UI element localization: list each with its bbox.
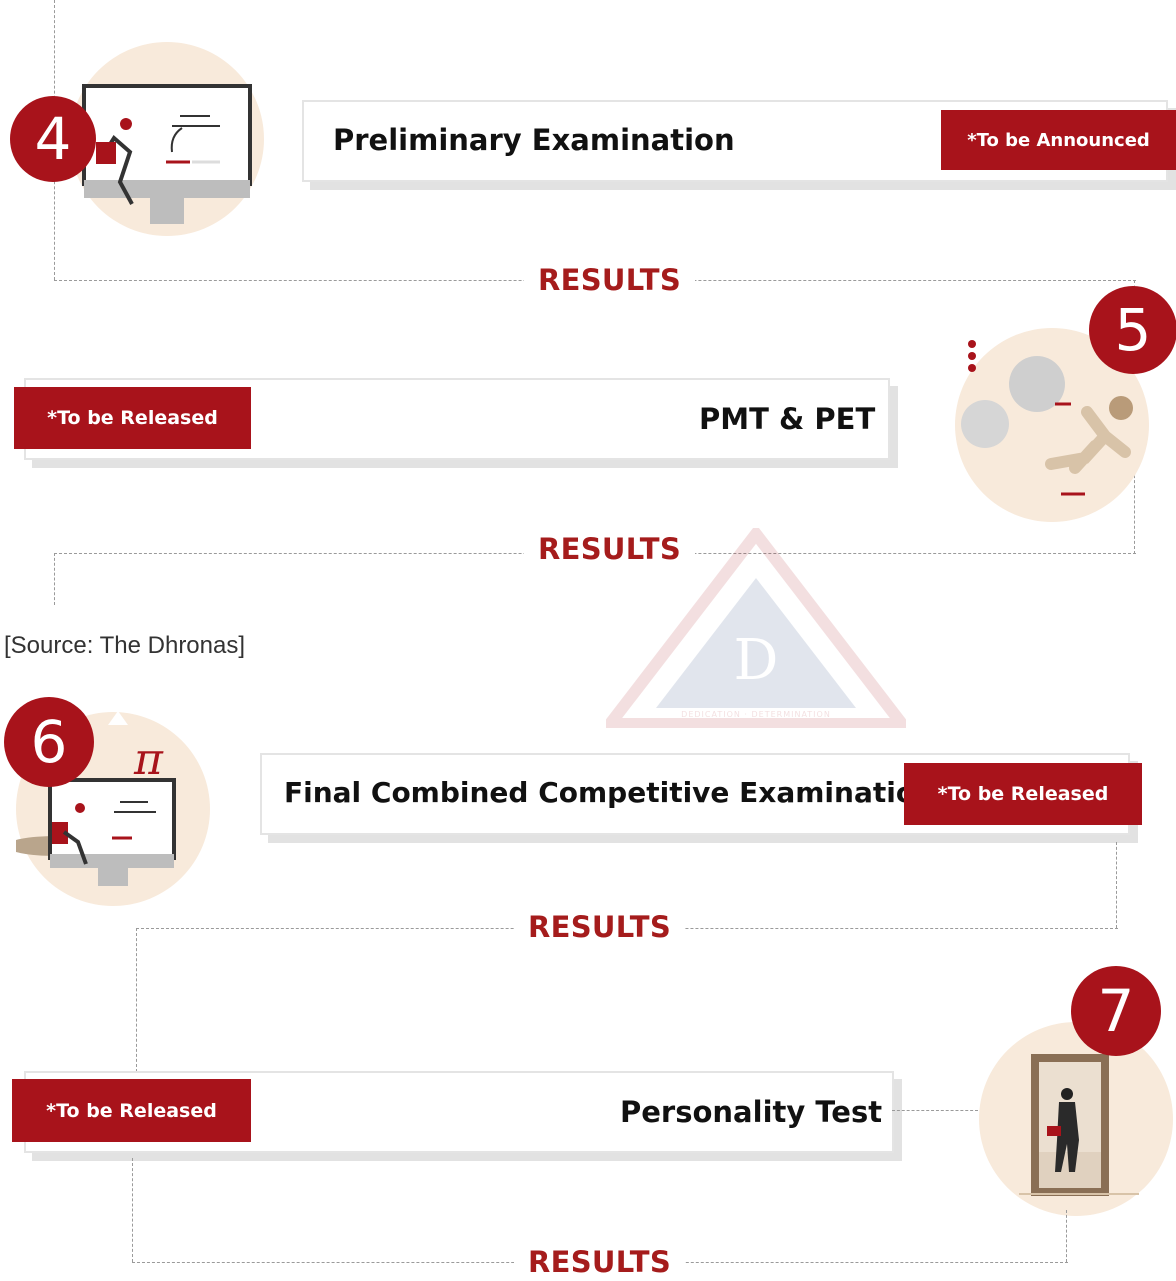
computer-study-icon	[82, 84, 252, 224]
fitness-runner-icon	[961, 356, 1133, 496]
triangle-icon	[108, 710, 128, 729]
stage-4-title: Preliminary Examination	[333, 123, 735, 157]
stage-7-status-badge: *To be Released	[12, 1079, 251, 1142]
stage-7-number: 7	[1071, 966, 1161, 1056]
stage-6-title: Final Combined Competitive Examination	[284, 776, 935, 809]
watermark-text: DEDICATION · DETERMINATION	[681, 710, 831, 719]
results-label: RESULTS	[524, 262, 696, 298]
stage-6-status-badge: *To be Released	[904, 763, 1142, 825]
stage-6-number: 6	[4, 697, 94, 787]
results-label: RESULTS	[524, 531, 696, 567]
watermark-letter: D	[733, 628, 779, 693]
stage-7-illustration	[979, 1022, 1173, 1216]
decorative-dots	[962, 336, 982, 380]
stage-4-number: 4	[10, 96, 96, 182]
stage-5-title: PMT & PET	[699, 402, 876, 436]
results-label: RESULTS	[514, 909, 686, 945]
stage-5-status-badge: *To be Released	[14, 387, 251, 449]
stage-7-title: Personality Test	[620, 1095, 883, 1129]
connector-line	[1116, 842, 1117, 928]
stage-5-number: 5	[1089, 286, 1176, 374]
pi-icon: π	[134, 734, 163, 785]
connector-line	[1134, 470, 1135, 554]
computer-math-icon	[6, 778, 176, 886]
connector-line	[136, 928, 137, 1072]
connector-line	[1066, 1210, 1067, 1262]
stage-6-illustration	[6, 712, 210, 906]
results-label: RESULTS	[514, 1244, 686, 1280]
source-caption: [Source: The Dhronas]	[4, 632, 246, 659]
connector-line	[892, 1110, 978, 1111]
stage-4-status-badge: *To be Announced	[941, 110, 1176, 170]
personality-door-icon	[1019, 1054, 1139, 1196]
connector-line	[132, 1158, 133, 1262]
connector-line	[54, 553, 55, 605]
watermark-logo: D DEDICATION · DETERMINATION	[597, 524, 915, 732]
stage-4-illustration	[70, 42, 264, 236]
